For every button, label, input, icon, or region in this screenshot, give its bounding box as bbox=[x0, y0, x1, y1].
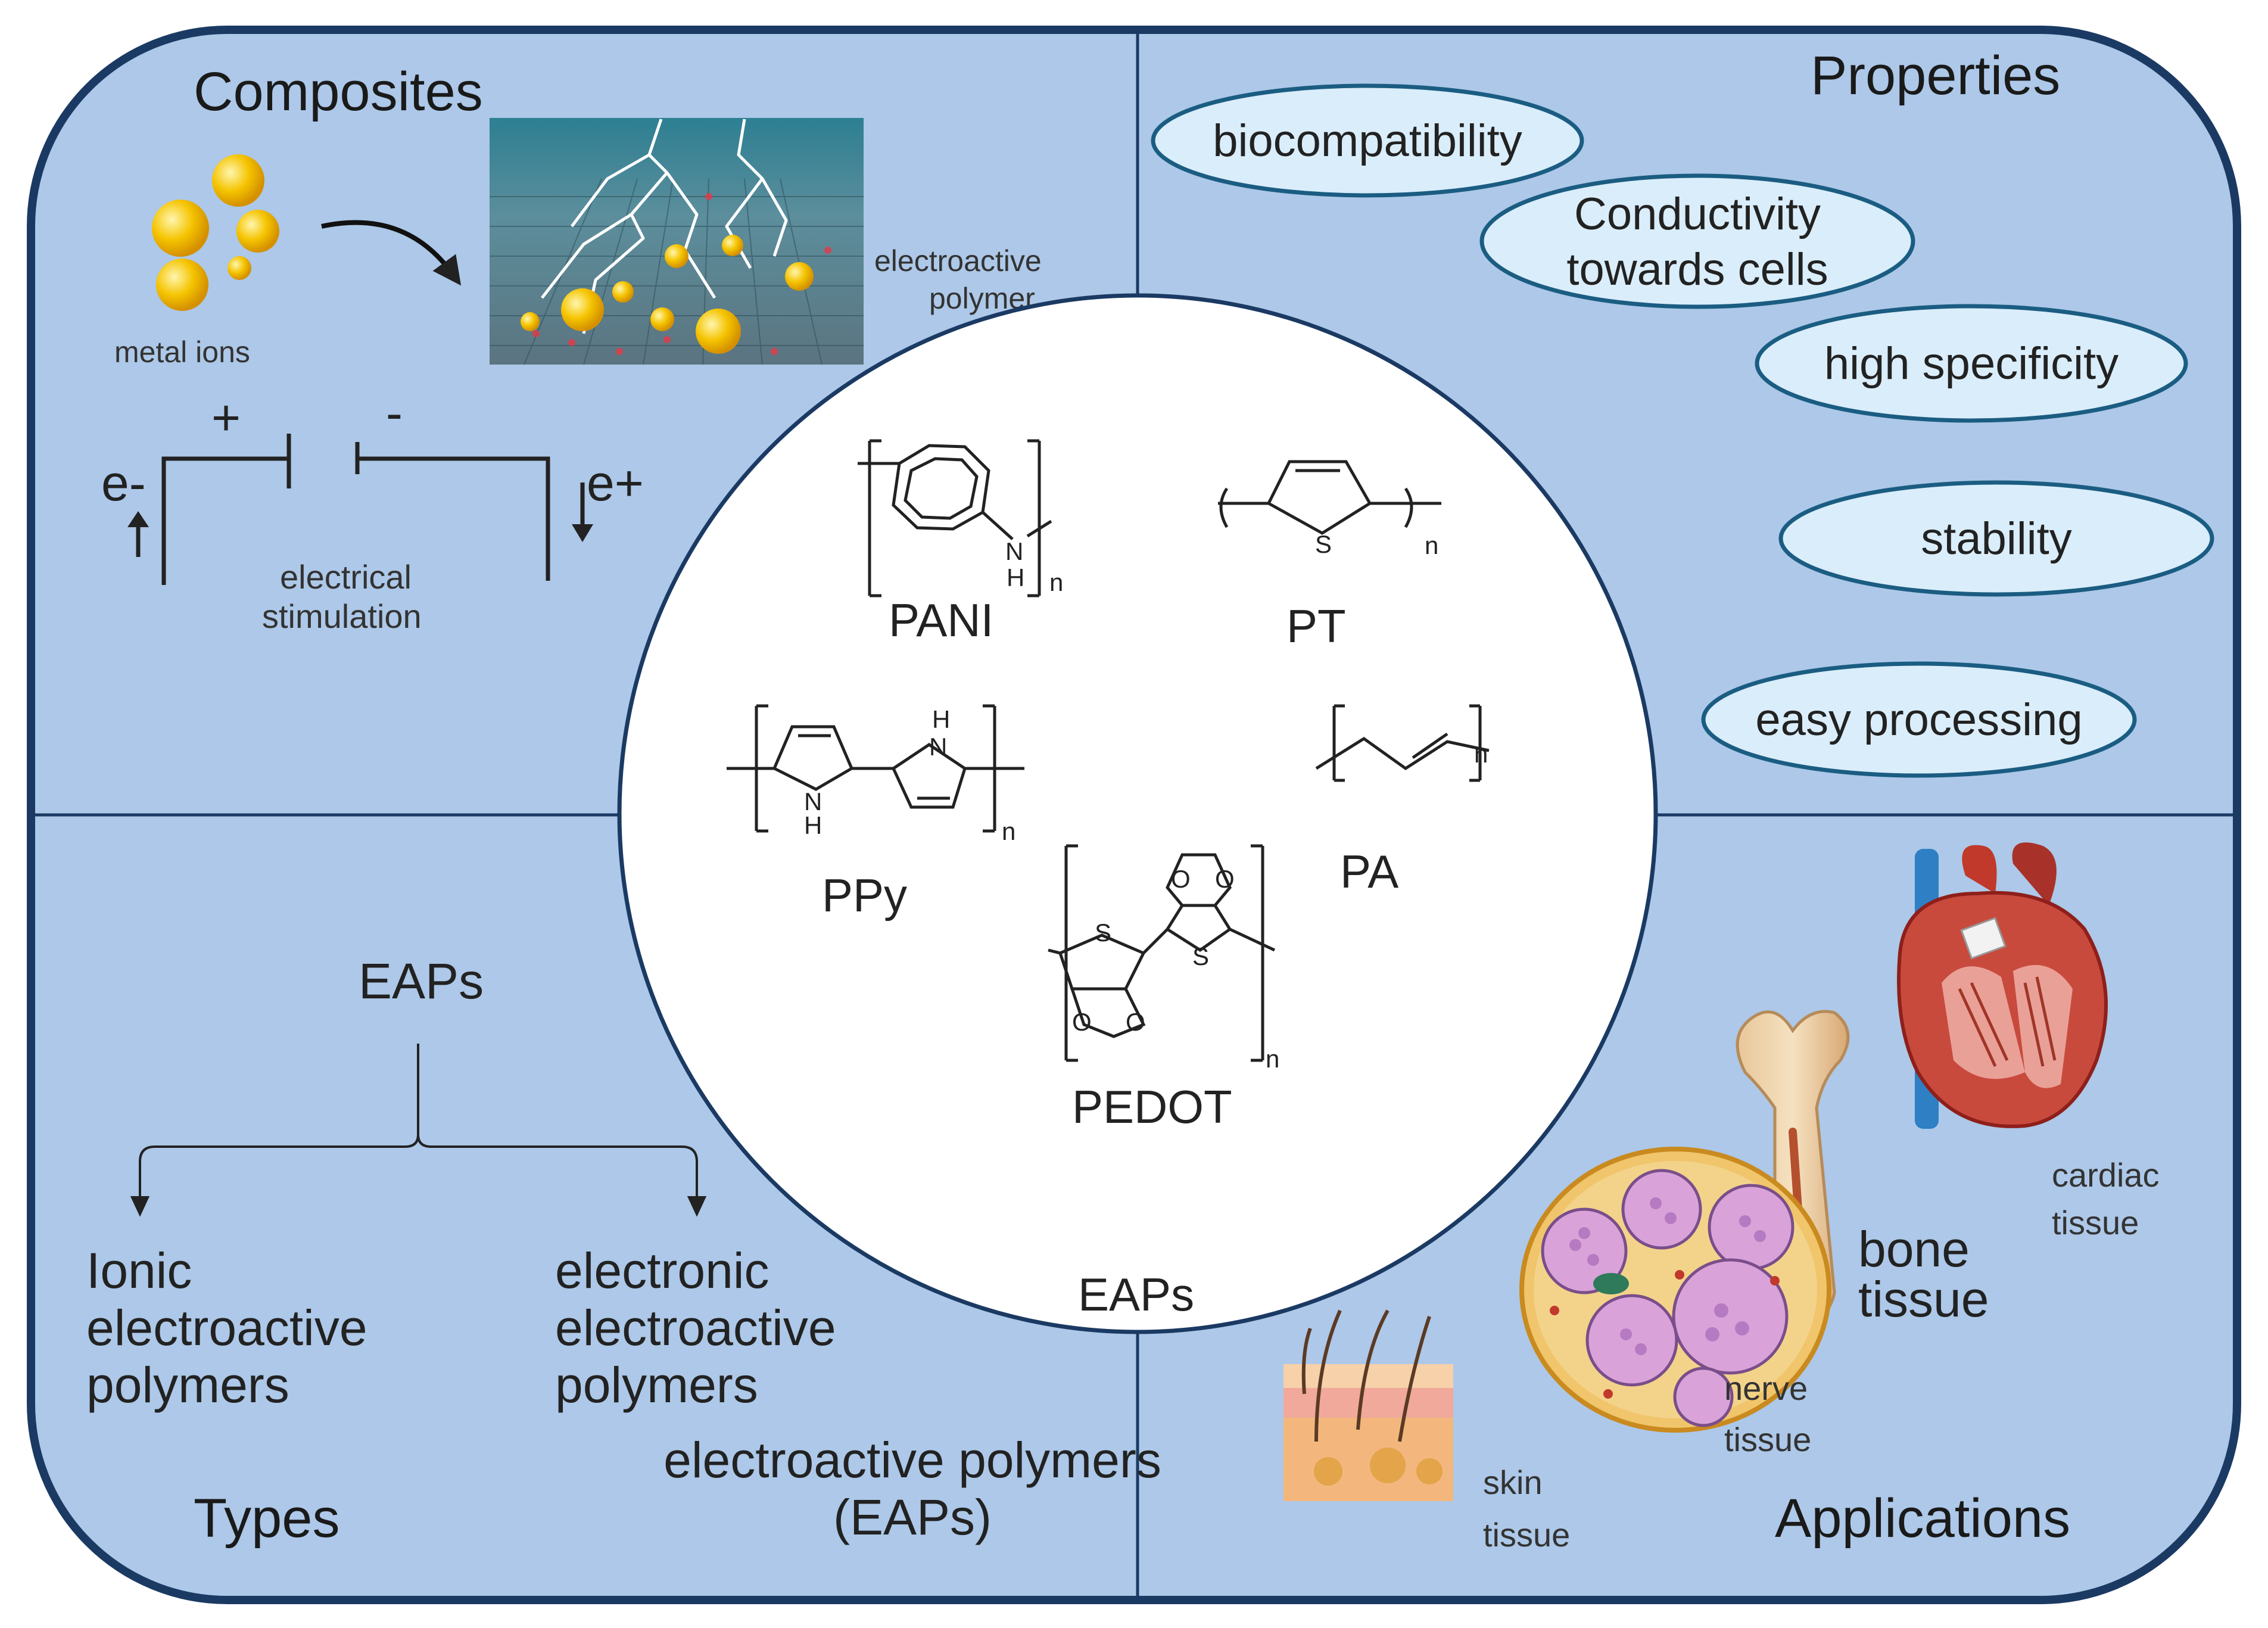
nerve-tissue-line2: tissue bbox=[1724, 1421, 1811, 1458]
eap-caption-line1: electroactive polymers bbox=[663, 1432, 1161, 1488]
electroactive-polymer-label-line1: electroactive bbox=[874, 244, 1042, 278]
pa-label: PA bbox=[1340, 845, 1398, 898]
pedot-atom-s1: S bbox=[1192, 942, 1209, 970]
ionic-eap-line3: polymers bbox=[86, 1357, 289, 1413]
heart-icon bbox=[1897, 842, 2108, 1129]
minus-sign: - bbox=[386, 385, 403, 441]
cardiac-tissue-line2: tissue bbox=[2052, 1204, 2139, 1241]
ppy-structure bbox=[727, 704, 1024, 833]
pedot-atom-o2: O bbox=[1215, 865, 1235, 893]
curved-arrow-icon bbox=[321, 220, 462, 286]
nerve-icon bbox=[1519, 1147, 1831, 1433]
pedot-subscript: n bbox=[1266, 1045, 1279, 1073]
ppy-atom-h2: H bbox=[932, 705, 950, 733]
applications-heading: Applications bbox=[1775, 1488, 2070, 1549]
pani-atom-h: H bbox=[1007, 564, 1024, 592]
electrical-stimulation-line1: electrical bbox=[280, 558, 412, 596]
svg-text:high specificity: high specificity bbox=[1824, 338, 2119, 389]
property-biocompatibility: biocompatibility bbox=[1151, 83, 1584, 198]
pani-structure bbox=[858, 439, 1052, 597]
electronic-eap-line2: electroactive bbox=[555, 1300, 836, 1356]
center-circle bbox=[617, 293, 1658, 1334]
ppy-subscript: n bbox=[1002, 817, 1015, 845]
center-eaps-label: EAPs bbox=[1078, 1268, 1194, 1321]
composites-heading: Composites bbox=[194, 61, 483, 122]
skin-tissue-line2: tissue bbox=[1483, 1516, 1570, 1554]
pt-subscript: n bbox=[1425, 531, 1438, 559]
properties-heading: Properties bbox=[1811, 45, 2060, 106]
pani-label: PANI bbox=[889, 594, 993, 646]
ppy-atom-n2: N bbox=[929, 733, 947, 761]
pedot-atom-o1: O bbox=[1171, 865, 1191, 893]
skin-tissue-line1: skin bbox=[1483, 1464, 1543, 1501]
pedot-atom-o4: O bbox=[1126, 1008, 1145, 1036]
pani-subscript: n bbox=[1049, 568, 1063, 596]
ppy-atom-n1: N bbox=[804, 787, 822, 815]
nerve-tissue-line1: nerve bbox=[1724, 1369, 1808, 1407]
svg-text:biocompatibility: biocompatibility bbox=[1213, 116, 1522, 166]
pt-atom-s: S bbox=[1315, 530, 1332, 558]
property-high-specificity: high specificity bbox=[1755, 304, 2188, 423]
svg-text:easy processing: easy processing bbox=[1755, 695, 2082, 745]
property-easy-processing: easy processing bbox=[1701, 661, 2137, 778]
electronic-eap-line1: electronic bbox=[555, 1243, 770, 1299]
bone-tissue-line2: tissue bbox=[1858, 1271, 1989, 1327]
electronic-eap-line3: polymers bbox=[555, 1357, 758, 1413]
svg-text:stability: stability bbox=[1921, 513, 2071, 564]
pedot-label: PEDOT bbox=[1072, 1081, 1232, 1133]
metal-ions-icon bbox=[152, 154, 279, 311]
skin-icon bbox=[1283, 1309, 1453, 1501]
arrow-up-icon bbox=[127, 511, 149, 557]
property-stability: stability bbox=[1778, 480, 2214, 597]
pani-atom-n: N bbox=[1005, 537, 1023, 565]
cardiac-tissue-line1: cardiac bbox=[2052, 1156, 2160, 1194]
arrow-down-icon bbox=[572, 483, 593, 542]
pedot-structure bbox=[1048, 844, 1276, 1062]
svg-text:towards cells: towards cells bbox=[1566, 244, 1828, 295]
ppy-atom-h1: H bbox=[804, 811, 822, 839]
pt-structure bbox=[1218, 460, 1441, 535]
electrical-stimulation-line2: stimulation bbox=[262, 597, 422, 635]
ionic-eap-line1: Ionic bbox=[86, 1243, 192, 1299]
graphene-lightning-image bbox=[490, 118, 864, 365]
eap-caption-line2: (EAPs) bbox=[833, 1489, 992, 1545]
pa-subscript: n bbox=[1474, 740, 1488, 768]
svg-text:Conductivity: Conductivity bbox=[1574, 189, 1821, 239]
pedot-atom-s2: S bbox=[1095, 919, 1111, 947]
bone-tissue-line1: bone bbox=[1858, 1221, 1970, 1277]
circuit-diagram bbox=[161, 434, 550, 585]
pa-structure bbox=[1315, 704, 1490, 782]
pt-label: PT bbox=[1286, 600, 1346, 652]
ppy-label: PPy bbox=[822, 869, 907, 922]
e-plus-label: e+ bbox=[587, 455, 644, 511]
ionic-eap-line2: electroactive bbox=[86, 1300, 367, 1356]
types-root-label: EAPs bbox=[359, 953, 484, 1009]
e-minus-label: e- bbox=[101, 455, 146, 511]
pedot-atom-o3: O bbox=[1072, 1008, 1092, 1036]
types-tree-lines bbox=[130, 1044, 707, 1217]
property-conductivity: Conductivity towards cells bbox=[1479, 173, 1915, 309]
plus-sign: + bbox=[211, 390, 241, 446]
types-heading: Types bbox=[194, 1488, 339, 1549]
metal-ions-label: metal ions bbox=[114, 335, 250, 369]
